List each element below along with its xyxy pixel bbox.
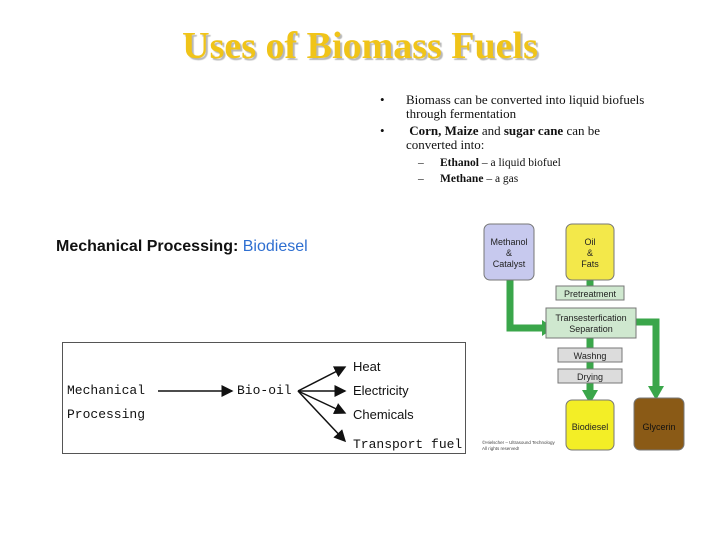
- arrow-to-biodiesel: [582, 390, 598, 404]
- biodiesel-heading: Biodiesel: [242, 238, 308, 255]
- glycerin-label: Glycerin: [642, 422, 675, 432]
- bullet-2-rest: can be converted into:: [406, 123, 601, 152]
- methanol-label-2: &: [506, 248, 512, 258]
- oil-tank: [565, 223, 615, 281]
- credit-line-2: All rights reserved!: [482, 446, 519, 451]
- bullet-2: • Corn, Maize and sugar cane can be conv…: [380, 124, 650, 152]
- drying-step: [557, 368, 623, 384]
- source-label-line1: Mechanical: [67, 383, 146, 398]
- pretreatment-step: [555, 285, 625, 301]
- biodiesel-process-diagram: Methanol & Catalyst Oil & Fats Pretreatm…: [482, 223, 685, 451]
- glycerin-barrel: [633, 397, 685, 451]
- mechanical-heading: Mechanical Processing: Biodiesel: [56, 238, 308, 256]
- bullet-dot: •: [380, 123, 385, 138]
- arrow-to-heat: [297, 366, 347, 392]
- transesterification-label-1: Transesterfication: [555, 313, 626, 323]
- arrow-to-glycerin: [648, 386, 664, 400]
- bullet-1-text: Biomass can be converted into liquid bio…: [406, 92, 645, 121]
- methanol-label-1: Methanol: [490, 237, 527, 247]
- output-transport-fuel: Transport fuel: [353, 437, 463, 452]
- arrow-to-transport: [297, 390, 347, 443]
- and-text: and: [481, 123, 501, 138]
- bullet-1: • Biomass can be converted into liquid b…: [380, 93, 650, 121]
- methanol-label-3: Catalyst: [493, 259, 526, 269]
- bio-oil-label: Bio-oil: [237, 383, 292, 398]
- washing-step: [557, 347, 623, 363]
- sub-bullet-methane: – Methane – a gas: [418, 171, 650, 187]
- sub-dash: –: [418, 173, 424, 185]
- page-title: Uses of Biomass Fuels: [182, 25, 538, 67]
- glycerin-flow: [636, 318, 660, 388]
- sub-bullet-ethanol: – Ethanol – a liquid biofuel: [418, 155, 650, 171]
- sugar-cane-label: sugar cane: [503, 123, 564, 138]
- transesterification-step: [545, 307, 637, 339]
- mechanical-heading-text: Mechanical Processing:: [56, 238, 239, 255]
- ethanol-label: Ethanol: [440, 157, 479, 169]
- arrow-to-chemicals: [297, 390, 347, 414]
- drying-label: Drying: [577, 372, 603, 382]
- methanol-flow: [506, 280, 548, 332]
- methane-desc: – a gas: [486, 173, 519, 185]
- sub-dash: –: [418, 157, 424, 169]
- biodiesel-label: Biodiesel: [572, 422, 609, 432]
- oil-label-1: Oil: [585, 237, 596, 247]
- crops-label: Corn, Maize: [409, 123, 479, 138]
- output-electricity: Electricity: [353, 383, 409, 398]
- washing-label: Washng: [574, 351, 607, 361]
- mechanical-flow-box: [62, 342, 466, 454]
- bullet-list: • Biomass can be converted into liquid b…: [380, 93, 650, 187]
- oil-label-3: Fats: [581, 259, 599, 269]
- pretreatment-label: Pretreatment: [564, 289, 617, 299]
- oil-label-2: &: [587, 248, 593, 258]
- credit-line-1: ©Hielscher – Ultrasound Technology: [482, 439, 556, 445]
- biodiesel-barrel: [565, 399, 615, 451]
- bullet-dot: •: [380, 92, 385, 107]
- methanol-tank: [483, 223, 535, 281]
- ethanol-desc: – a liquid biofuel: [481, 157, 561, 169]
- bullet-2-text: Corn, Maize and sugar cane can be conver…: [406, 124, 650, 152]
- methane-label: Methane: [440, 173, 484, 185]
- source-label-line2: Processing: [67, 407, 146, 422]
- output-heat: Heat: [353, 359, 381, 374]
- transesterification-label-2: Separation: [569, 324, 613, 334]
- output-chemicals: Chemicals: [353, 407, 414, 422]
